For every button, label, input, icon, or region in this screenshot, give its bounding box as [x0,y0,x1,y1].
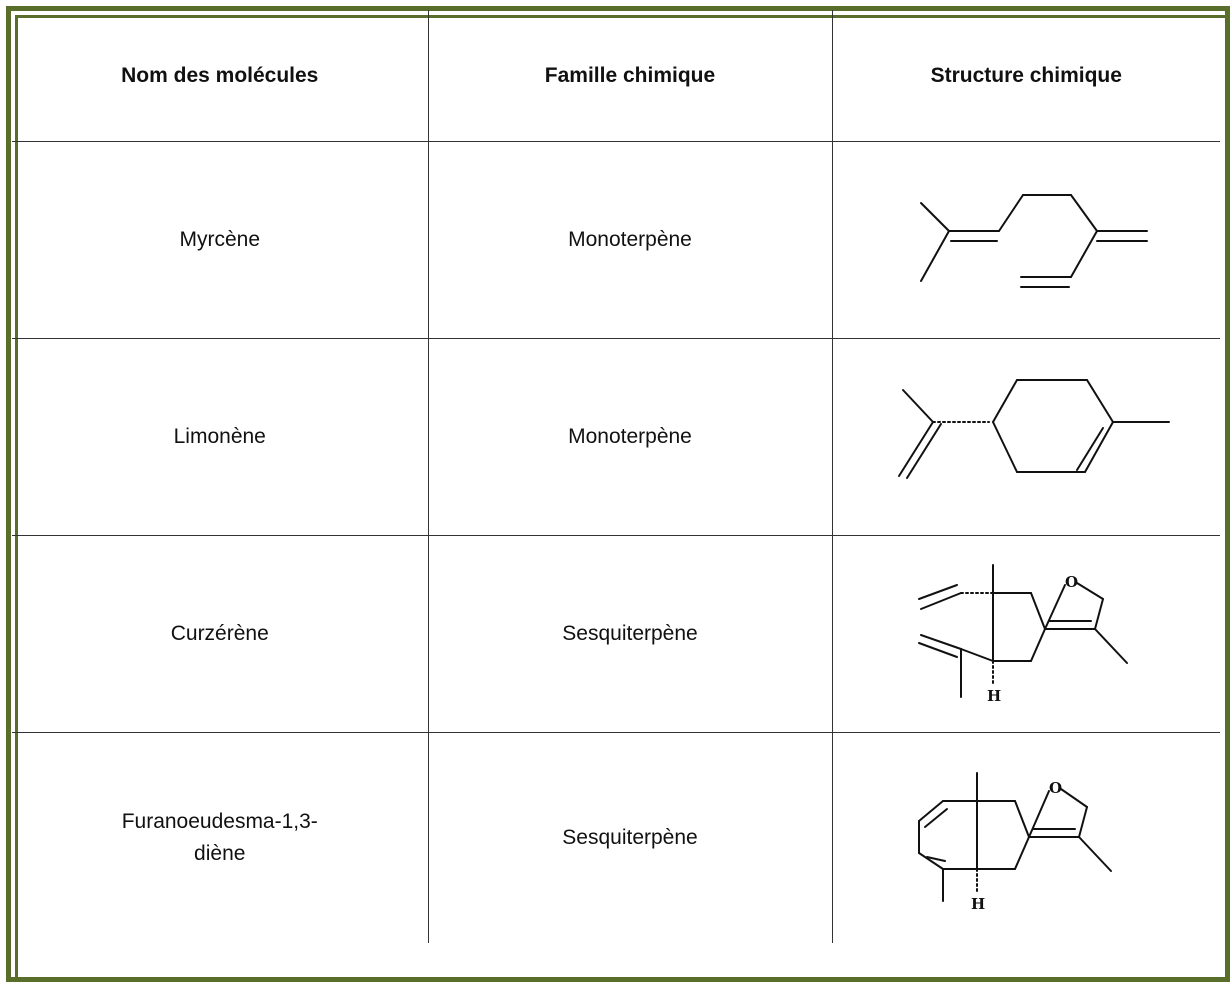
myrcene-structure-icon [920,194,1149,288]
oxygen-label: O [1065,573,1078,591]
molecule-name-cell: Furanoeudesma-1,3- diène [12,732,429,943]
structure-cell: O H [831,535,1220,733]
molecule-name: Myrcène [179,228,261,251]
hydrogen-label: H [971,895,985,913]
limonene-structure-icon [898,379,1171,479]
chemical-family: Sesquiterpène [427,732,833,943]
curzerene-structure-icon: O H [918,564,1129,705]
table-row: Limonène Monoterpène [12,338,1220,536]
molecule-name-cell: Limonène [12,338,429,536]
header-chemical-family: Famille chimique [427,10,833,142]
structure-cell [831,338,1220,536]
hydrogen-label: H [987,687,1001,705]
header-chemical-structure: Structure chimique [831,10,1220,142]
molecules-table: Nom des molécules Famille chimique Struc… [12,10,1220,943]
molecule-name: Limonène [173,425,266,448]
table-row: Furanoeudesma-1,3- diène Sesquiterpène [12,732,1220,943]
chemical-family: Sesquiterpène [427,535,833,733]
header-molecule-name: Nom des molécules [12,10,429,142]
table-row: Curzérène Sesquiterpène [12,535,1220,733]
molecule-name-cell: Myrcène [12,141,429,339]
molecule-name: Curzérène [170,622,269,645]
molecule-name-cell: Curzérène [12,535,429,733]
molecule-name: Furanoeudesma-1,3- diène [121,810,318,865]
table-header-row: Nom des molécules Famille chimique Struc… [12,10,1220,142]
chemical-family: Monoterpène [427,338,833,536]
oxygen-label: O [1049,779,1062,797]
chemical-family: Monoterpène [427,141,833,339]
structure-cell: O H [831,732,1220,943]
furanoeudesma-structure-icon: O H [918,772,1113,913]
table-row: Myrcène Monoterpène [12,141,1220,339]
structure-cell [831,141,1220,339]
